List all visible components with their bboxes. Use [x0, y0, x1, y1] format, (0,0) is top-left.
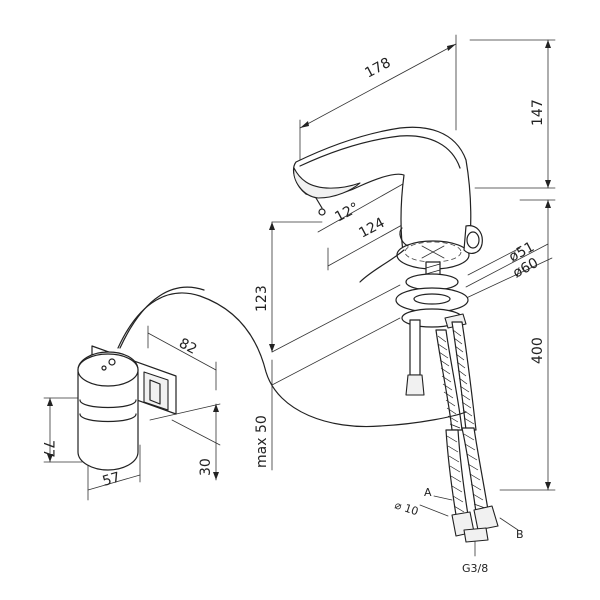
dim-box-depth: 82 — [176, 335, 199, 357]
dimension-lines — [43, 34, 556, 557]
dim-spout-height: 123 — [254, 285, 270, 312]
dim-spout-offset: 124 — [356, 215, 387, 242]
label-b: B — [516, 528, 524, 541]
dim-height-top: 147 — [530, 99, 546, 126]
dim-box-height: 77 — [40, 440, 56, 458]
dim-spout-reach: 178 — [362, 55, 393, 82]
braided-hoses — [435, 321, 499, 543]
label-a: A — [424, 486, 432, 499]
label-thread: G3/8 — [462, 562, 488, 575]
mounting-set — [395, 261, 469, 396]
dim-box-offset: 30 — [198, 458, 214, 476]
dim-spout-angle: 12° — [332, 200, 361, 226]
dimension-arrows — [47, 40, 551, 490]
faucet-body — [293, 126, 483, 270]
dim-box-width: 57 — [101, 470, 123, 490]
dim-hose-length: 400 — [530, 337, 546, 364]
dim-hose-diameter: ⌀ 10 — [393, 498, 420, 518]
sensor-cable — [117, 249, 467, 428]
control-box — [77, 345, 177, 471]
dim-max-thickness: max 50 — [254, 415, 270, 468]
dimension-labels: 178 147 12° 124 ø51 ø60 123 82 400 77 ma… — [40, 55, 546, 575]
